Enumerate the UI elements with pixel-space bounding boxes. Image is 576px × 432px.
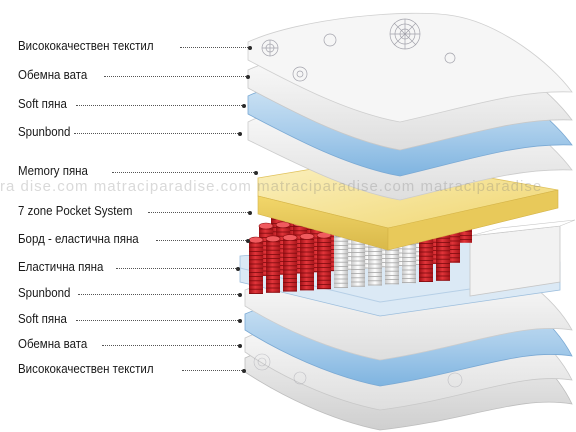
leader-dot-icon	[248, 45, 252, 50]
layer-label-spunbond-bottom: Spunbond	[18, 286, 71, 300]
leader-line	[180, 47, 250, 48]
pocket-spring-red	[316, 231, 332, 290]
layer-label-pocket-springs: 7 zone Pocket System	[18, 204, 133, 218]
leader-line	[104, 76, 248, 77]
layer-textile-top	[247, 12, 573, 123]
leader-dot-icon	[238, 318, 242, 323]
pocket-spring-red	[299, 233, 315, 291]
pocket-spring-red	[282, 234, 298, 292]
layer-label-wadding-top: Обемна вата	[18, 68, 88, 82]
leader-dot-icon	[254, 170, 258, 175]
pocket-spring-red	[265, 235, 281, 293]
leader-dot-icon	[238, 343, 242, 348]
layer-label-textile-bottom: Висококачествен текстил	[18, 362, 154, 376]
layer-label-wadding-bottom: Обемна вата	[18, 337, 88, 351]
leader-line	[116, 268, 238, 269]
layer-label-spunbond-top: Spunbond	[18, 125, 71, 139]
leader-dot-icon	[242, 368, 246, 373]
watermark: ra dise.com matraciparadise.com matracip…	[0, 178, 543, 195]
leader-line	[76, 105, 244, 106]
leader-dot-icon	[248, 210, 252, 215]
textile-pattern-icon	[261, 18, 456, 82]
pocket-spring-red	[248, 236, 264, 294]
leader-dot-icon	[242, 103, 246, 108]
layer-label-soft-foam-top: Soft пяна	[18, 97, 67, 111]
leader-line	[182, 370, 244, 371]
leader-line	[76, 320, 240, 321]
leader-dot-icon	[236, 266, 240, 271]
textile-pattern-bottom-icon	[253, 353, 463, 388]
layer-label-elastic-foam: Еластична пяна	[18, 260, 104, 274]
leader-dot-icon	[238, 292, 242, 297]
leader-line	[148, 212, 250, 213]
leader-line	[156, 240, 248, 241]
leader-line	[74, 133, 240, 134]
leader-dot-icon	[238, 131, 242, 136]
leader-dot-icon	[246, 238, 250, 243]
leader-line	[102, 345, 240, 346]
layer-label-border-foam: Борд - еластична пяна	[18, 232, 139, 246]
leader-line	[112, 172, 256, 173]
layer-label-textile-top: Висококачествен текстил	[18, 39, 154, 53]
layer-label-soft-foam-bottom: Soft пяна	[18, 312, 67, 326]
leader-line	[78, 294, 240, 295]
leader-dot-icon	[246, 74, 250, 79]
pocket-spring-white	[333, 230, 349, 288]
layer-label-memory-foam: Memory пяна	[18, 164, 88, 178]
